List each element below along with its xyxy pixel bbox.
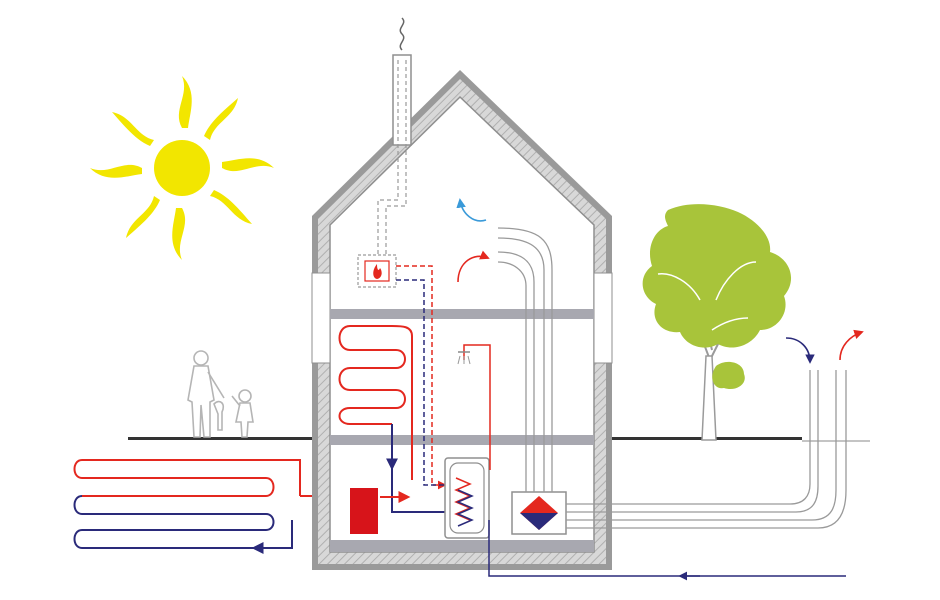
ground-heat-loop xyxy=(73,459,350,554)
tree-icon xyxy=(642,204,792,441)
storage-heater xyxy=(350,488,378,534)
sun-icon xyxy=(90,76,274,260)
house-shell xyxy=(311,70,613,570)
intake-air-arrow xyxy=(785,337,815,364)
boiler-tank-icon xyxy=(444,457,490,539)
radiant-wall-heating xyxy=(338,325,445,513)
exhaust-air-arrow xyxy=(456,198,487,222)
outlet-air-arrow xyxy=(839,329,864,361)
warm-air-arrow xyxy=(457,250,490,283)
shower-icon xyxy=(457,344,491,470)
chimney xyxy=(377,17,412,255)
family-silhouette-icon xyxy=(187,350,254,438)
water-inlet-line xyxy=(488,520,846,581)
fireplace-flame-icon xyxy=(357,254,397,288)
fireplace-circuit xyxy=(396,265,447,490)
earth-tubes xyxy=(566,370,847,529)
chimney-smoke-icon xyxy=(399,17,405,51)
ventilation-ducts xyxy=(497,227,553,492)
heat-pump-icon xyxy=(511,491,567,535)
